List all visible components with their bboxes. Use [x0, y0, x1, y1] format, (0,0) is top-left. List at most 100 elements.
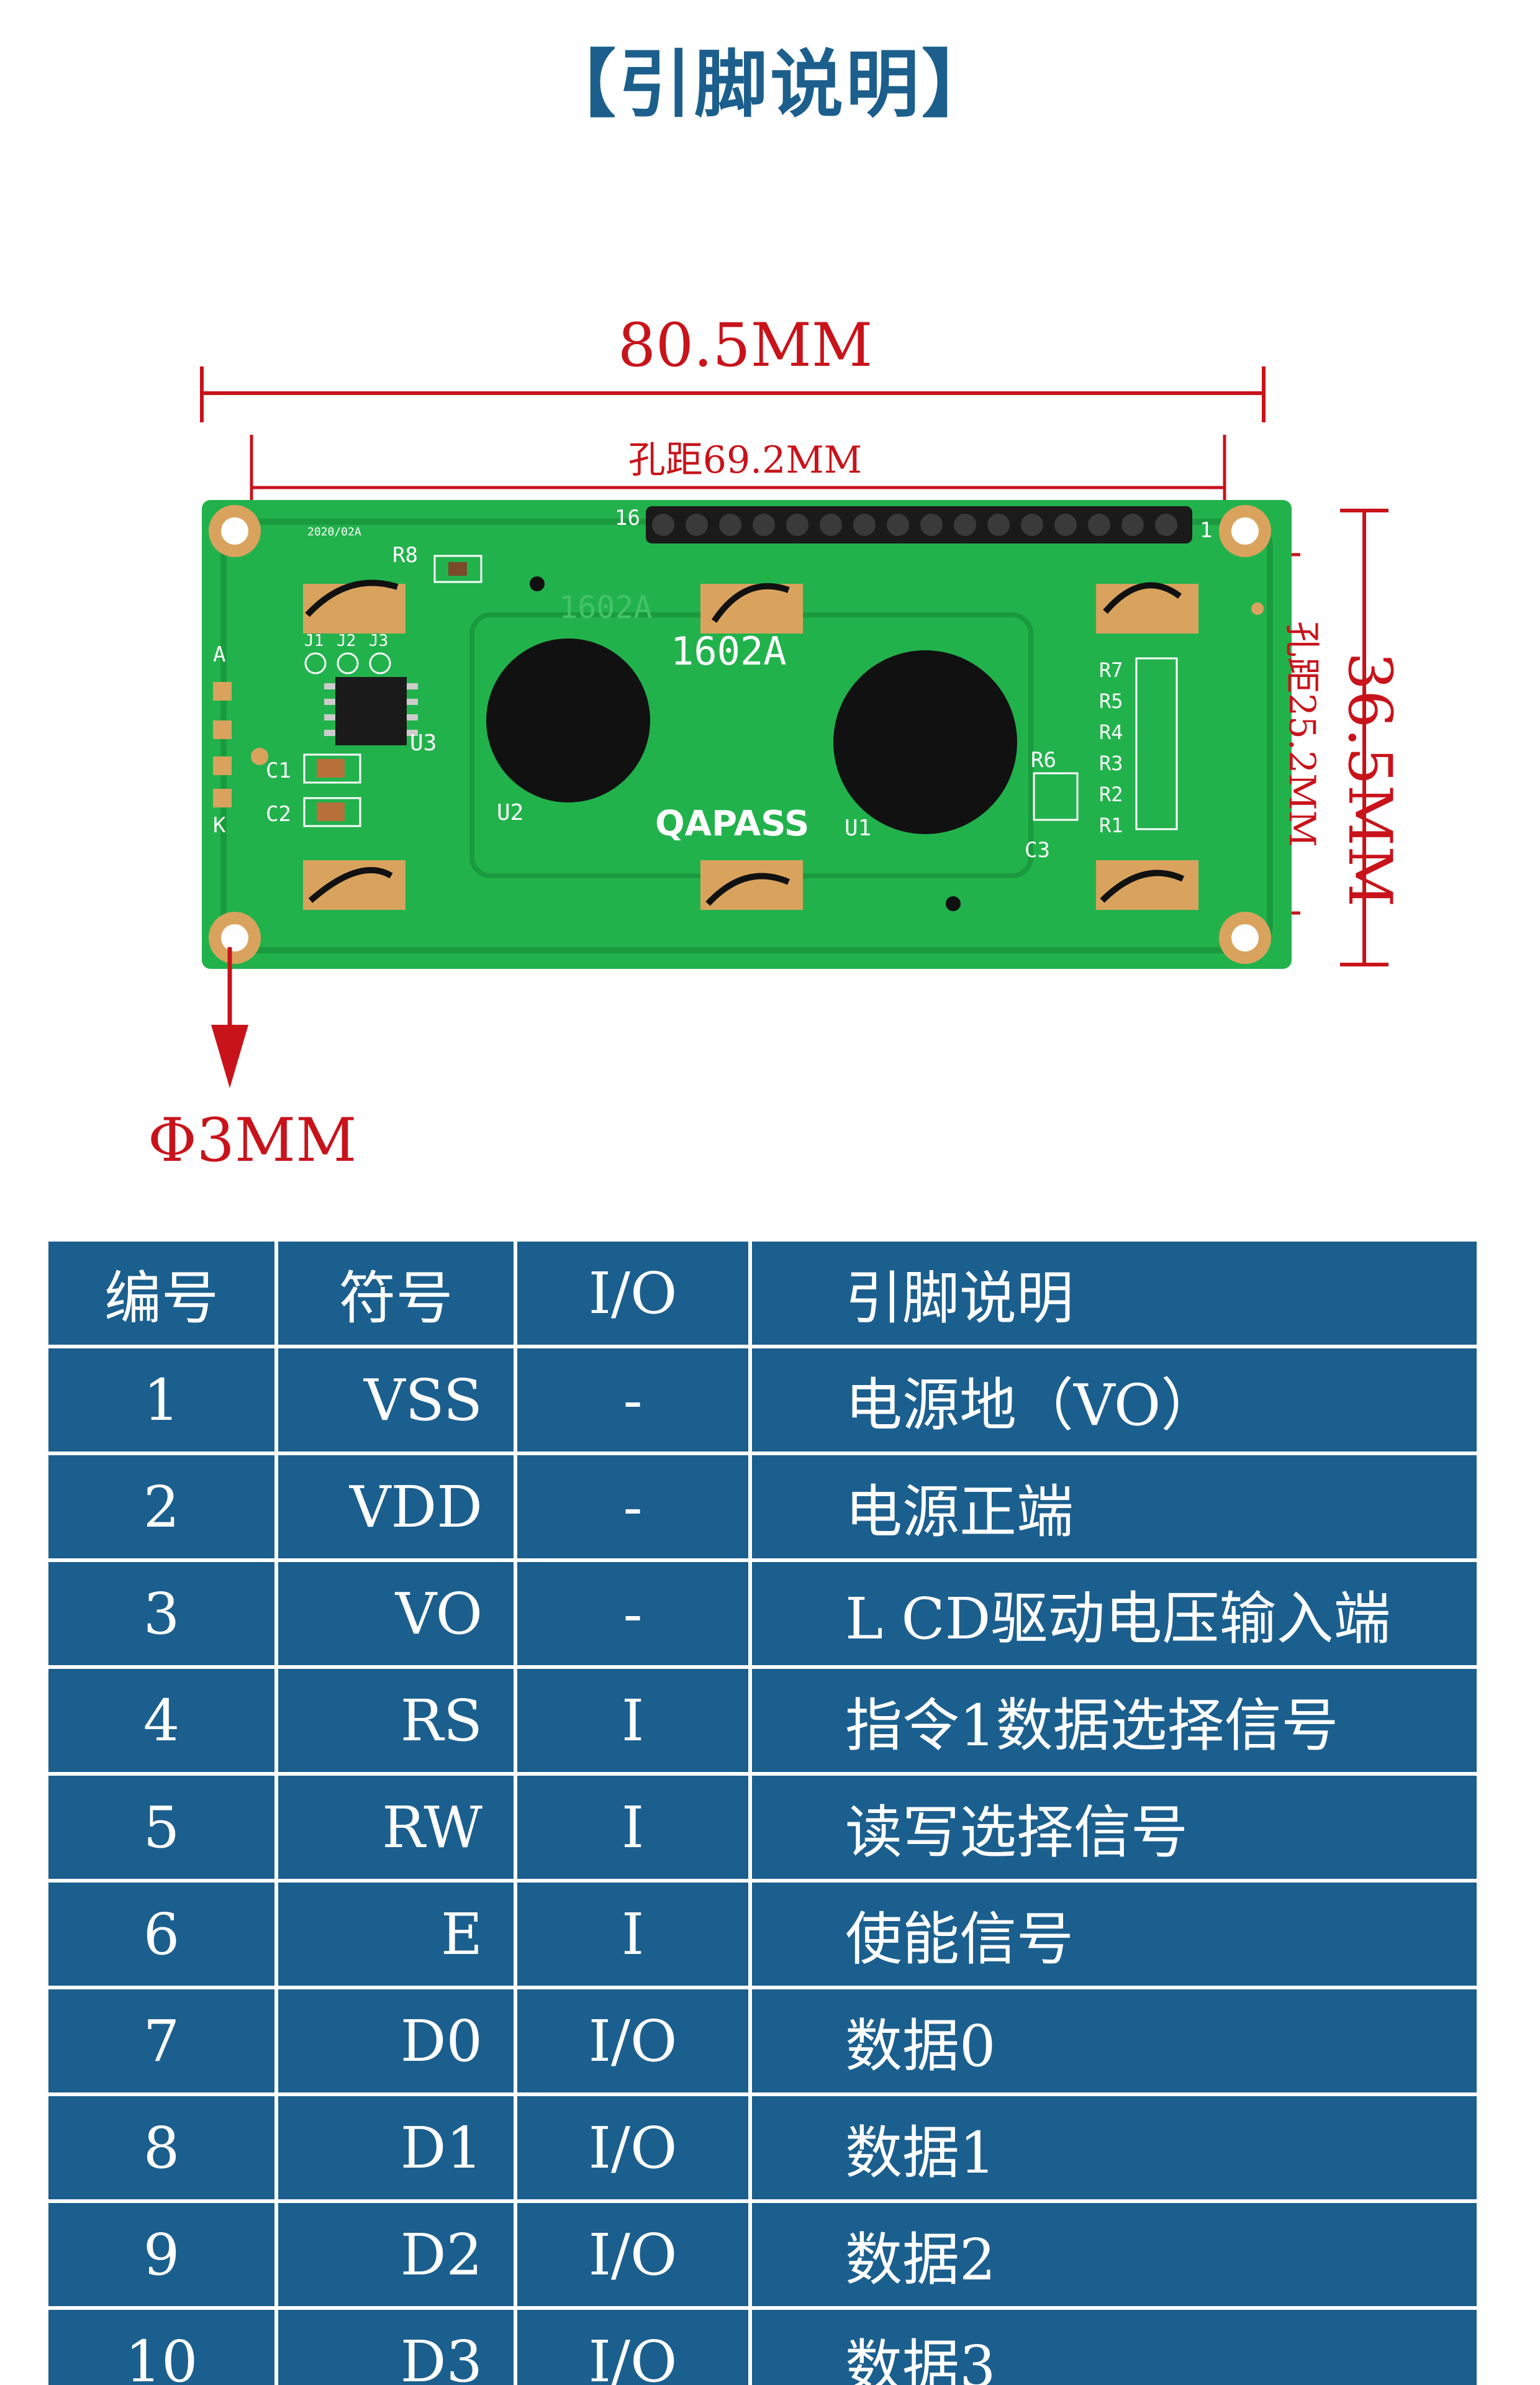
label-c1: C1 — [266, 758, 291, 783]
hole-pitch-vertical-label: 孔距25.2MM — [1281, 621, 1323, 847]
width-label: 80.5MM — [617, 311, 873, 380]
label-r1: R1 — [1099, 814, 1123, 837]
label-r8: R8 — [392, 543, 418, 568]
table-row: 10 D3 I/O 数据3 — [45, 2306, 1480, 2385]
table-header-row: 编号 符号 I/O 引脚说明 — [45, 1238, 1480, 1348]
pin-number: 2 — [45, 1451, 278, 1562]
pin-number: 6 — [45, 1879, 278, 1989]
height-label: 36.5MM — [1335, 652, 1405, 907]
table-row: 8 D1 I/O 数据1 — [45, 2092, 1480, 2203]
pin-symbol: D1 — [274, 2092, 517, 2203]
label-c2: C2 — [266, 802, 291, 827]
pin-description: 电源正端 — [748, 1451, 1480, 1562]
pin-description: 使能信号 — [748, 1879, 1480, 1989]
label-j2: J2 — [337, 632, 356, 650]
pin-number: 4 — [45, 1665, 278, 1776]
hole-pitch-label: 孔距69.2MM — [628, 438, 863, 482]
table-row: 3 VO - L CD驱动电压输入端 — [45, 1558, 1480, 1669]
via-dots — [251, 576, 1264, 911]
pin-description: 数据0 — [748, 1986, 1480, 2096]
page-title: 【引脚说明】 — [542, 41, 997, 127]
hole-diameter-arrow — [211, 947, 248, 1088]
table-row: 9 D2 I/O 数据2 — [45, 2199, 1480, 2310]
pin-symbol: VO — [274, 1558, 517, 1669]
pin-number: 1 — [45, 1345, 278, 1455]
label-r7: R7 — [1099, 658, 1123, 682]
pin-number: 7 — [45, 1986, 278, 2096]
side-label-a: A — [213, 642, 225, 667]
pin-last-label: 16 — [615, 506, 640, 530]
label-u2: U2 — [497, 800, 523, 825]
pin-description: 数据1 — [748, 2092, 1480, 2203]
board-date-label: 2020/02A — [307, 525, 361, 538]
pin-description: 数据2 — [748, 2199, 1480, 2310]
label-c3: C3 — [1025, 838, 1050, 863]
pin-io: I/O — [514, 2092, 752, 2203]
pin-symbol: VDD — [274, 1451, 517, 1562]
header-description: 引脚说明 — [748, 1238, 1480, 1348]
pin-symbol: D3 — [274, 2306, 517, 2385]
pin-io: I — [514, 1772, 752, 1883]
mounting-holes — [209, 505, 1271, 964]
jumper-pads — [304, 652, 391, 675]
pin-description: 电源地（VO） — [748, 1345, 1480, 1455]
table-row: 5 RW I 读写选择信号 — [45, 1772, 1480, 1883]
label-u3: U3 — [410, 730, 437, 756]
pin-io: I/O — [514, 1986, 752, 2096]
label-r2: R2 — [1099, 783, 1123, 806]
pin-symbol: E — [274, 1879, 517, 1989]
board-model-label: 1602A — [671, 629, 787, 674]
pin-io: I — [514, 1879, 752, 1989]
header-io: I/O — [514, 1238, 752, 1348]
pin-number: 9 — [45, 2199, 278, 2310]
label-r6: R6 — [1031, 748, 1056, 773]
pcb-board: 1602A 1602A QAPASS 2020/02A 16 1 A K R8 … — [202, 500, 1292, 969]
board-brand-label: QAPASS — [655, 804, 809, 844]
board-dimension-diagram: 1602A 1602A QAPASS 2020/02A 16 1 A K R8 … — [148, 311, 1405, 1175]
pin-io: I/O — [514, 2199, 752, 2310]
table-row: 7 D0 I/O 数据0 — [45, 1986, 1480, 2096]
pin-symbol: D0 — [274, 1986, 517, 2096]
pin-io: I/O — [514, 2306, 752, 2385]
side-label-k: K — [213, 813, 226, 838]
label-r3: R3 — [1099, 752, 1123, 775]
pin-io: - — [514, 1558, 752, 1669]
pad-wires — [305, 579, 1185, 906]
copper-pads — [303, 584, 1198, 910]
pin-symbol: RW — [274, 1772, 517, 1883]
pin-header — [646, 506, 1192, 543]
pin-description-table: 编号 符号 I/O 引脚说明 1 VSS - 电源地（VO） 2 VDD - 电… — [45, 1238, 1480, 2385]
pin-description: 读写选择信号 — [748, 1772, 1480, 1883]
board-model-faint: 1602A — [559, 589, 653, 625]
pin-description: 指令1数据选择信号 — [748, 1665, 1480, 1776]
pin-number: 5 — [45, 1772, 278, 1883]
pin-number: 10 — [45, 2306, 278, 2385]
pin-symbol: D2 — [274, 2199, 517, 2310]
header-number: 编号 — [45, 1238, 278, 1348]
pin-description: L CD驱动电压输入端 — [748, 1558, 1480, 1669]
pin-first-label: 1 — [1200, 518, 1212, 543]
pin-number: 8 — [45, 2092, 278, 2203]
smd-components — [303, 555, 1178, 830]
backlight-pads — [213, 682, 232, 807]
label-r4: R4 — [1099, 720, 1123, 744]
chip-blobs — [486, 638, 1017, 834]
hole-diameter-label: Φ3MM — [148, 1106, 357, 1175]
pin-io: - — [514, 1451, 752, 1562]
pin-io: I — [514, 1665, 752, 1776]
pin-number: 3 — [45, 1558, 278, 1669]
label-j3: J3 — [369, 632, 388, 650]
table-row: 6 E I 使能信号 — [45, 1879, 1480, 1989]
pin-io: - — [514, 1345, 752, 1455]
table-row: 1 VSS - 电源地（VO） — [45, 1345, 1480, 1455]
height-dimension-line — [1340, 509, 1388, 966]
label-u1: U1 — [845, 815, 871, 841]
pin-symbol: VSS — [274, 1345, 517, 1455]
label-j1: J1 — [304, 632, 324, 650]
table-row: 4 RS I 指令1数据选择信号 — [45, 1665, 1480, 1776]
table-row: 2 VDD - 电源正端 — [45, 1451, 1480, 1562]
pin-description: 数据3 — [748, 2306, 1480, 2385]
header-symbol: 符号 — [274, 1238, 517, 1348]
lcd-board-drawing: 1602A 1602A QAPASS 2020/02A 16 1 A K R8 … — [200, 366, 1388, 1088]
pin-symbol: RS — [274, 1665, 517, 1776]
